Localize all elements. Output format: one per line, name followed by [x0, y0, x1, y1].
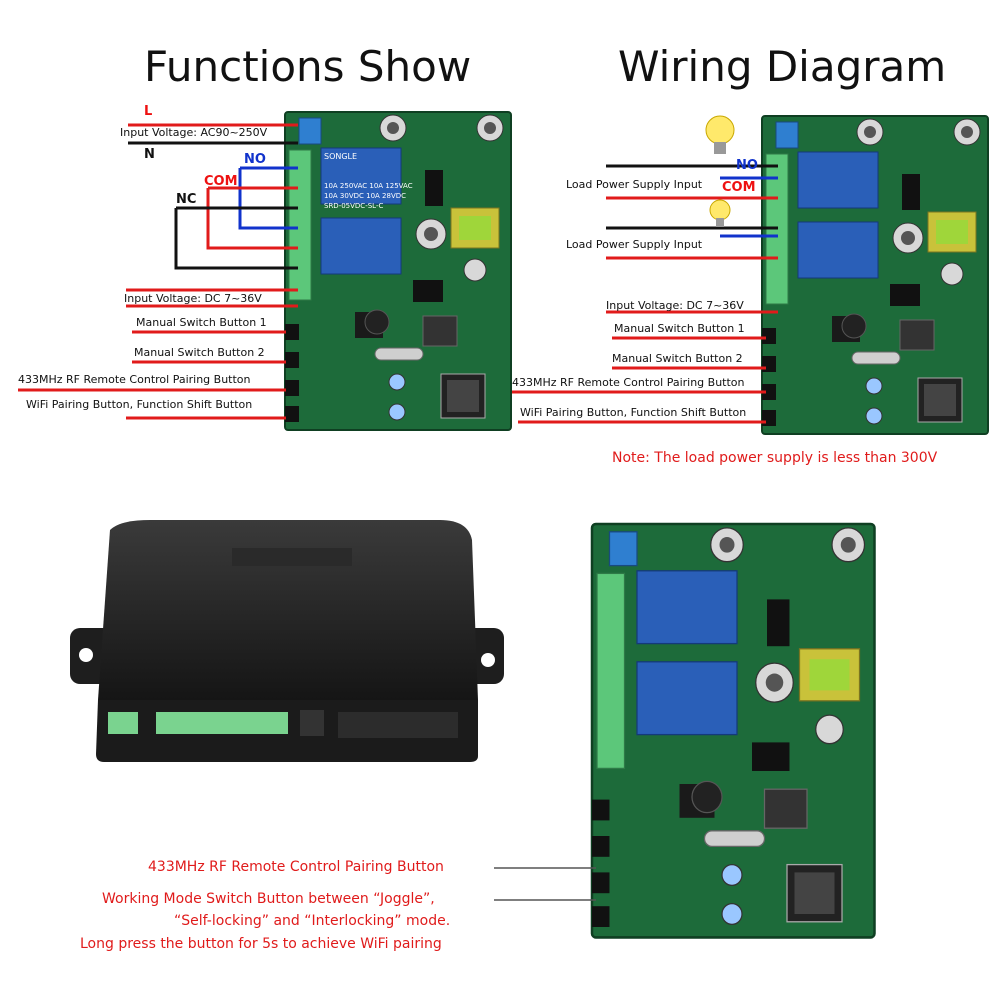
wiring-label-load-2: Load Power Supply Input — [566, 238, 703, 251]
bulb-icon — [705, 115, 735, 154]
functions-title: Functions Show — [144, 42, 472, 91]
bottom-rf-pair: 433MHz RF Remote Control Pairing Button — [148, 859, 444, 875]
wiring-label-rf-pair: 433MHz RF Remote Control Pairing Button — [512, 376, 745, 389]
label-COM: COM — [204, 174, 238, 189]
pcb-board-functions — [284, 111, 512, 431]
label-N: N — [144, 147, 155, 162]
relay-rating-2: 10A 30VDC 10A 28VDC — [324, 192, 407, 200]
label-rf-pair: 433MHz RF Remote Control Pairing Button — [18, 373, 251, 386]
functions-wires — [18, 123, 298, 420]
relay-model: SRD-05VDC-SL-C — [324, 202, 384, 210]
wiring-label-manual-2: Manual Switch Button 2 — [612, 352, 743, 365]
label-NC: NC — [176, 192, 197, 207]
wiring-label-manual-1: Manual Switch Button 1 — [614, 322, 745, 335]
bottom-mode-line-3: Long press the button for 5s to achieve … — [80, 936, 442, 952]
wiring-label-wifi-pair: WiFi Pairing Button, Function Shift Butt… — [520, 406, 747, 419]
label-manual-2: Manual Switch Button 2 — [134, 346, 265, 359]
label-wifi-pair: WiFi Pairing Button, Function Shift Butt… — [26, 398, 253, 411]
wiring-label-load-1: Load Power Supply Input — [566, 178, 703, 191]
wiring-label-input-dc: Input Voltage: DC 7~36V — [606, 299, 744, 312]
wiring-label-NO: NO — [736, 158, 758, 173]
pcb-board-large — [590, 522, 876, 939]
label-manual-1: Manual Switch Button 1 — [136, 316, 267, 329]
label-input-dc: Input Voltage: DC 7~36V — [124, 292, 262, 305]
bottom-mode-line-1: Working Mode Switch Button between “Jogg… — [102, 891, 435, 907]
relay-rating-1: 10A 250VAC 10A 125VAC — [324, 182, 413, 190]
relay-brand: SONGLE — [324, 152, 358, 161]
label-L: L — [144, 104, 153, 119]
wiring-label-COM: COM — [722, 180, 756, 195]
bulb-icon — [709, 199, 731, 227]
wiring-wires — [512, 164, 778, 424]
label-NO: NO — [244, 152, 266, 167]
label-input-ac: Input Voltage: AC90~250V — [120, 126, 268, 139]
bottom-wires — [494, 867, 596, 901]
pcb-board-wiring — [761, 115, 989, 435]
enclosure-case — [70, 520, 504, 762]
bottom-mode-line-2: “Self-locking” and “Interlocking” mode. — [174, 913, 451, 929]
wiring-note: Note: The load power supply is less than… — [612, 450, 938, 466]
wiring-title: Wiring Diagram — [618, 42, 947, 91]
